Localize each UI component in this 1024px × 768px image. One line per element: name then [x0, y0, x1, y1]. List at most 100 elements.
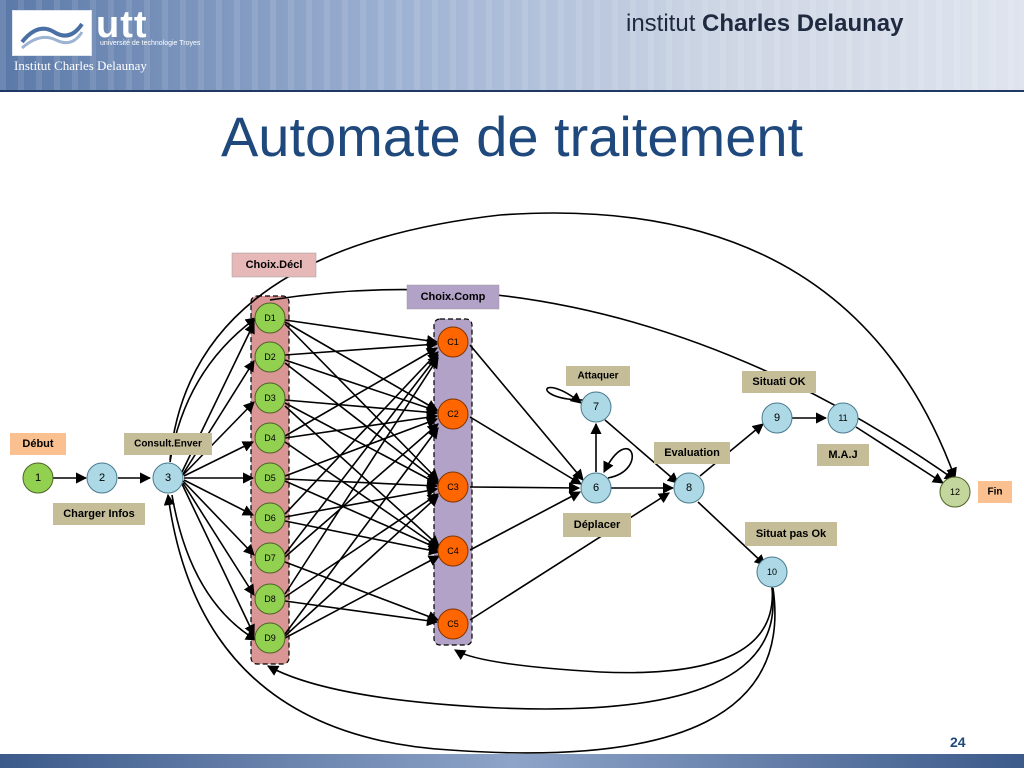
node-8-label: 8 — [686, 482, 692, 494]
node-d6: D6 — [254, 502, 286, 534]
banner-texture — [0, 0, 1024, 90]
node-d1: D1 — [254, 302, 286, 334]
node-c3-label: C3 — [447, 482, 459, 492]
edge-d3-c2 — [284, 399, 439, 418]
node-7-label: 7 — [593, 401, 599, 413]
node-9: 9 — [761, 402, 793, 434]
edge-c5-8 — [469, 492, 670, 621]
label-attaquer: Attaquer — [566, 366, 630, 386]
institute-prefix: institut — [626, 10, 703, 37]
edge-7-loop — [546, 386, 585, 404]
edge-3-d2 — [182, 360, 255, 475]
node-d3: D3 — [254, 382, 286, 414]
node-d1-label: D1 — [264, 313, 276, 323]
label-debut-text: Début — [22, 438, 54, 450]
edge-c3-6 — [469, 482, 581, 494]
edge-d1-c3 — [284, 323, 439, 481]
edge-8-9 — [699, 423, 764, 477]
edge-d2-c1 — [284, 339, 439, 356]
edge-d5-c4 — [284, 480, 441, 551]
node-7: 7 — [580, 391, 612, 423]
node-12: 12 — [939, 476, 971, 508]
node-d9-label: D9 — [264, 633, 276, 643]
utt-logo-text: utt — [96, 4, 148, 46]
node-11: 11 — [827, 402, 859, 434]
edge-10-c5 — [454, 586, 774, 674]
edge-d7-c5 — [284, 561, 440, 622]
node-d7-label: D7 — [264, 553, 276, 563]
node-d7: D7 — [254, 542, 286, 574]
node-1-label: 1 — [35, 472, 41, 484]
edge-d5-c3 — [284, 478, 439, 492]
label-maj: M.A.J — [817, 444, 869, 466]
node-2-label: 2 — [99, 472, 105, 484]
label-choix-decl: Choix.Décl — [231, 252, 317, 278]
label-deplacer: Déplacer — [563, 513, 631, 537]
node-c4: C4 — [437, 535, 469, 567]
edge-10-d9 — [267, 587, 774, 710]
edge-3-12 — [169, 212, 957, 480]
page-number: 24 — [950, 734, 966, 750]
edge-3-d6 — [183, 479, 254, 516]
label-situat-pas-ok: Situat pas Ok — [745, 522, 837, 546]
header-banner: utt université de technologie Troyes Ins… — [0, 0, 1024, 92]
label-evaluation-text: Evaluation — [664, 447, 720, 459]
node-c3: C3 — [437, 471, 469, 503]
utt-wave-icon — [20, 22, 84, 50]
edge-d7-c1 — [284, 354, 439, 555]
label-debut: Début — [10, 433, 66, 455]
utt-subtitle: université de technologie Troyes — [100, 40, 201, 47]
edge-3-d7 — [182, 480, 255, 556]
label-maj-text: M.A.J — [828, 449, 857, 461]
node-c1: C1 — [437, 326, 469, 358]
edge-d8-c1 — [284, 357, 439, 595]
node-10: 10 — [756, 556, 788, 588]
edge-d7-c2 — [284, 423, 439, 558]
label-choix-decl-text: Choix.Décl — [246, 259, 303, 271]
edge-d8-c3 — [284, 493, 439, 598]
edge-3-d9 — [181, 483, 255, 637]
edge-d6-c4 — [284, 520, 441, 556]
edge-d4-c4 — [284, 441, 440, 549]
node-c5-label: C5 — [447, 619, 459, 629]
label-fin: Fin — [978, 481, 1012, 503]
node-3: 3 — [152, 462, 184, 494]
node-c2-label: C2 — [447, 409, 459, 419]
label-deplacer-text: Déplacer — [574, 519, 621, 531]
node-c2: C2 — [437, 398, 469, 430]
edge-3-d8 — [182, 482, 255, 596]
institute-name: Charles Delaunay — [702, 10, 904, 37]
node-d3-label: D3 — [264, 393, 276, 403]
node-d5: D5 — [254, 462, 286, 494]
node-c4-label: C4 — [447, 546, 459, 556]
edge-c2-6 — [469, 416, 582, 485]
edge-d3-c3 — [284, 402, 439, 485]
edge-d6-c3 — [284, 485, 439, 518]
slide-title: Automate de traitement — [220, 105, 804, 168]
node-12-label: 12 — [950, 487, 960, 497]
label-situati-ok-text: Situati OK — [752, 376, 805, 388]
node-d5-label: D5 — [264, 473, 276, 483]
node-d9: D9 — [254, 622, 286, 654]
label-choix-comp-text: Choix.Comp — [421, 291, 486, 303]
label-charger-infos-text: Charger Infos — [63, 508, 135, 520]
edge-c1-6 — [469, 344, 584, 481]
label-attaquer-text: Attaquer — [577, 371, 618, 382]
edge-d9-c3 — [284, 495, 439, 637]
node-d8-label: D8 — [264, 594, 276, 604]
node-6: 6 — [580, 472, 612, 504]
node-c5: C5 — [437, 608, 469, 640]
edge-d1-c2 — [284, 321, 438, 411]
label-situati-ok: Situati OK — [742, 371, 816, 393]
edge-3-d4 — [183, 441, 255, 477]
edge-d4-c1 — [284, 347, 438, 437]
edge-d9-c4 — [284, 555, 440, 639]
edge-3-d9-curve — [171, 494, 257, 641]
node-9-label: 9 — [774, 412, 780, 424]
node-d2-label: D2 — [264, 352, 276, 362]
edge-10-3 — [163, 493, 776, 754]
edge-d6-c1 — [284, 351, 439, 515]
edge-d1-c1 — [284, 319, 439, 347]
label-evaluation: Evaluation — [654, 442, 730, 464]
